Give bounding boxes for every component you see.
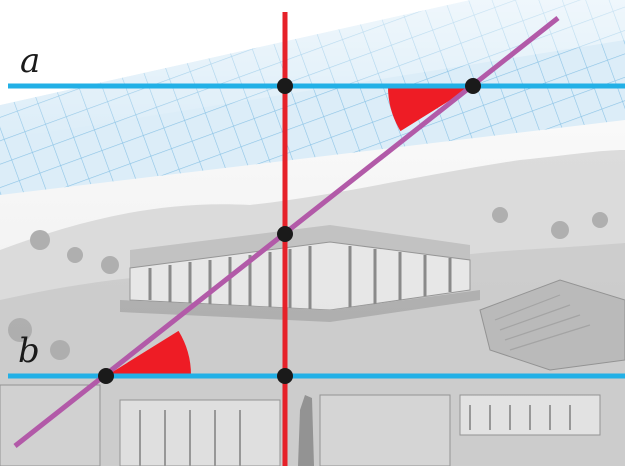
trees-sketch <box>8 207 608 360</box>
point-vertical-transversal <box>277 226 293 242</box>
grid-paper <box>0 0 625 195</box>
point-b-vertical <box>277 368 293 384</box>
upper-angle-marker <box>387 86 473 132</box>
stands-sketch <box>479 279 625 371</box>
label-line-a: a <box>20 41 40 81</box>
point-a-vertical <box>277 78 293 94</box>
lower-angle-marker <box>106 330 192 376</box>
lower-buildings-sketch <box>0 384 601 466</box>
point-b-transversal <box>98 368 114 384</box>
temple-sketch <box>120 225 480 322</box>
label-line-b: b <box>18 331 40 371</box>
background-illustration <box>0 150 625 466</box>
point-a-transversal <box>465 78 481 94</box>
